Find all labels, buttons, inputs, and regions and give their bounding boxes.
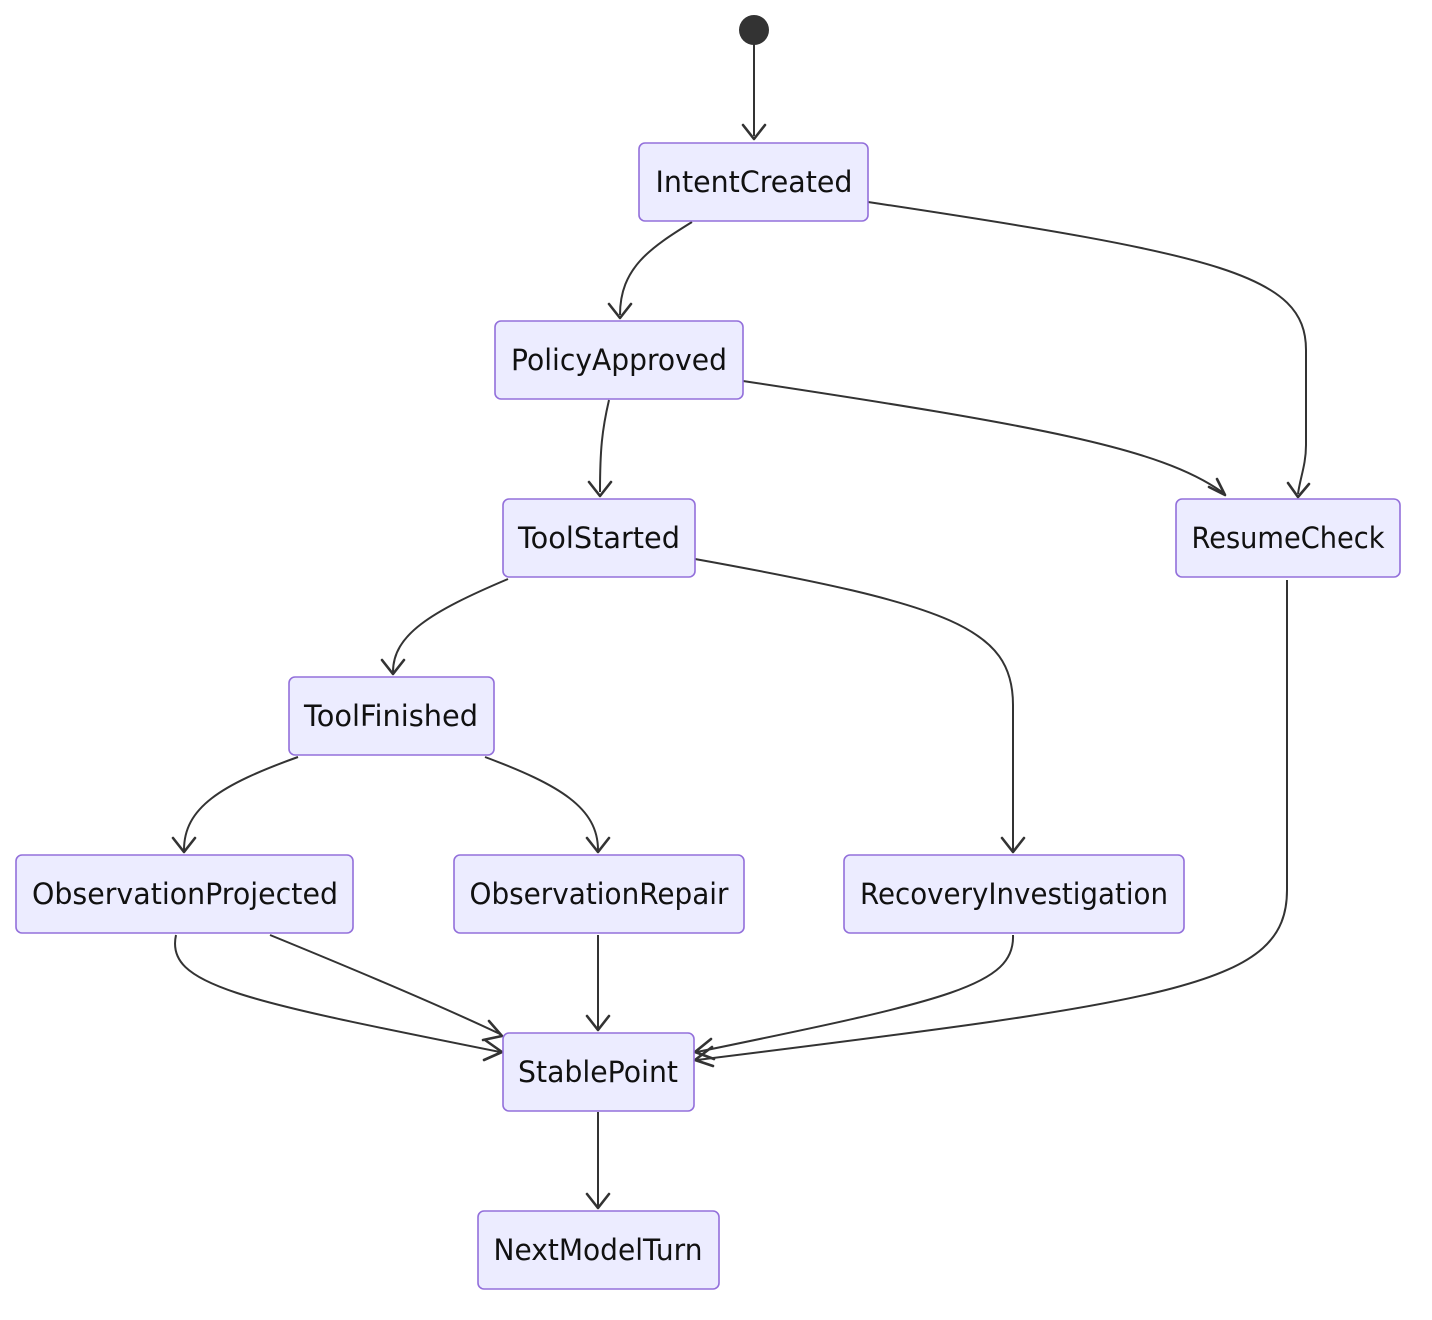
node-label: ObservationRepair (470, 877, 729, 911)
node-next-model-turn[interactable]: NextModelTurn (477, 1210, 720, 1290)
edge-tool-finished-to-observation-projected (171, 756, 299, 854)
node-tool-started[interactable]: ToolStarted (502, 498, 696, 578)
node-label: ObservationProjected (32, 877, 338, 911)
node-label: ToolStarted (517, 521, 680, 555)
edge-intent-created-to-policy-approved (607, 221, 693, 320)
node-observation-repair[interactable]: ObservationRepair (453, 854, 745, 934)
nodes: IntentCreated PolicyApproved ToolStarted… (15, 142, 1401, 1290)
edge-stable-point-to-next-model-turn (585, 1112, 611, 1210)
edge-intent-created-to-resume-check (867, 201, 1311, 499)
node-label: StablePoint (518, 1055, 678, 1089)
node-label: ResumeCheck (1192, 521, 1385, 555)
node-observation-projected[interactable]: ObservationProjected (15, 854, 354, 934)
edge-policy-approved-to-tool-started (587, 399, 613, 498)
edge-observation-projected-to-stable-point-b (269, 934, 504, 1042)
edges (171, 44, 1311, 1210)
node-label: NextModelTurn (494, 1233, 703, 1267)
node-resume-check[interactable]: ResumeCheck (1175, 498, 1401, 578)
start-node (739, 15, 769, 45)
node-label: PolicyApproved (511, 343, 727, 377)
edge-observation-projected-to-stable-point-a (174, 934, 504, 1062)
edge-tool-started-to-tool-finished (380, 578, 509, 676)
node-tool-finished[interactable]: ToolFinished (288, 676, 495, 756)
edge-recovery-investigation-to-stable-point (693, 934, 1015, 1061)
node-stable-point[interactable]: StablePoint (502, 1032, 695, 1112)
node-policy-approved[interactable]: PolicyApproved (494, 320, 744, 400)
node-recovery-investigation[interactable]: RecoveryInvestigation (843, 854, 1185, 934)
edge-observation-repair-to-stable-point (585, 935, 611, 1032)
edge-tool-finished-to-observation-repair (484, 756, 611, 854)
node-label: RecoveryInvestigation (860, 877, 1168, 911)
node-label: ToolFinished (303, 699, 478, 733)
edge-resume-check-to-stable-point (693, 580, 1288, 1068)
edge-start-to-intent-created (741, 44, 767, 141)
edge-tool-started-to-recovery-investigation (694, 558, 1026, 854)
node-label: IntentCreated (656, 165, 853, 199)
edge-policy-approved-to-resume-check (742, 380, 1227, 497)
node-intent-created[interactable]: IntentCreated (638, 142, 869, 222)
